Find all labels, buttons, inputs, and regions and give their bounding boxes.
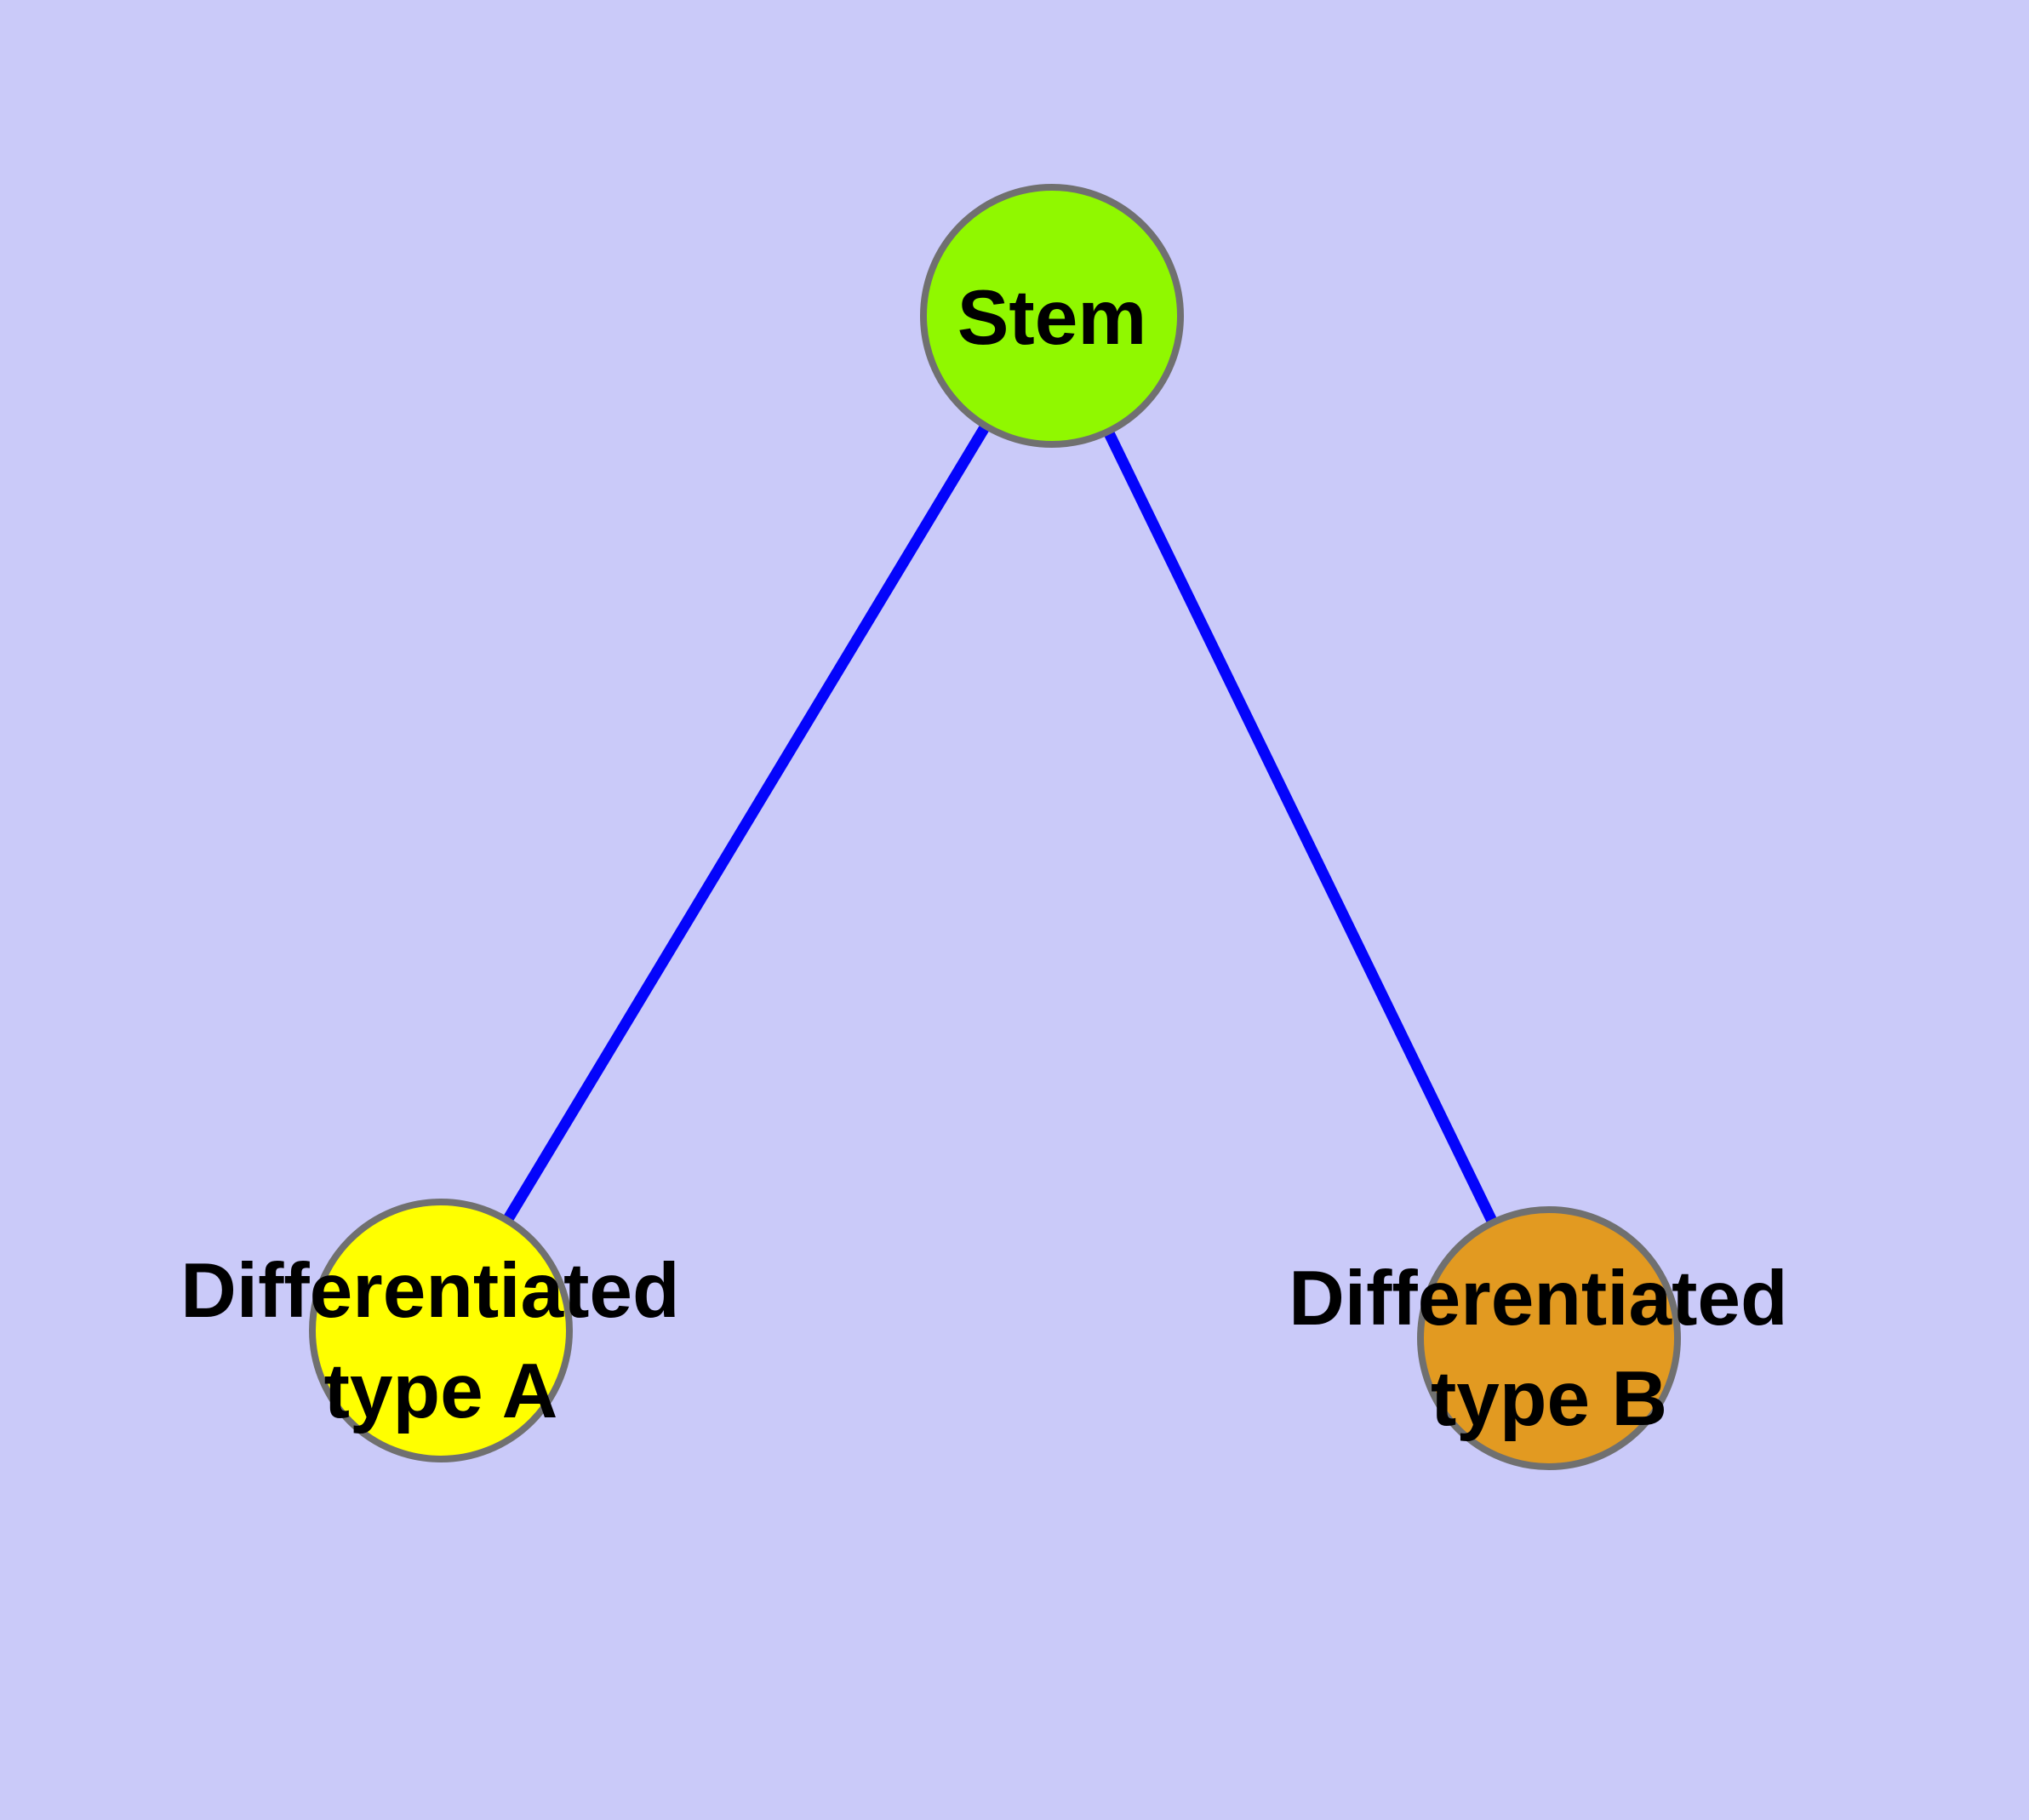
type-a-label-line-1: Differentiated [180,1248,680,1334]
node-differentiated-type-b-label: Differentiated type B [1289,1256,1809,1442]
type-b-label-line-1: Differentiated [1289,1256,1788,1342]
type-a-label-line-2: type A [324,1348,558,1434]
type-b-label-line-2: type B [1431,1356,1667,1442]
label-layer: Stem Differentiated type A Differentiate… [180,275,1809,1442]
node-stem-label: Stem [957,275,1147,361]
node-stem-circle [920,184,1184,448]
node-differentiated-type-a-circle [309,1199,573,1462]
edge-stem-to-type-a [436,312,1057,1334]
node-differentiated-type-a-label: Differentiated type A [180,1248,701,1434]
edge-stem-to-type-b [1047,313,1554,1341]
node-layer [309,184,1681,1470]
node-differentiated-type-b-circle [1417,1206,1681,1470]
edge-layer [436,312,1554,1341]
